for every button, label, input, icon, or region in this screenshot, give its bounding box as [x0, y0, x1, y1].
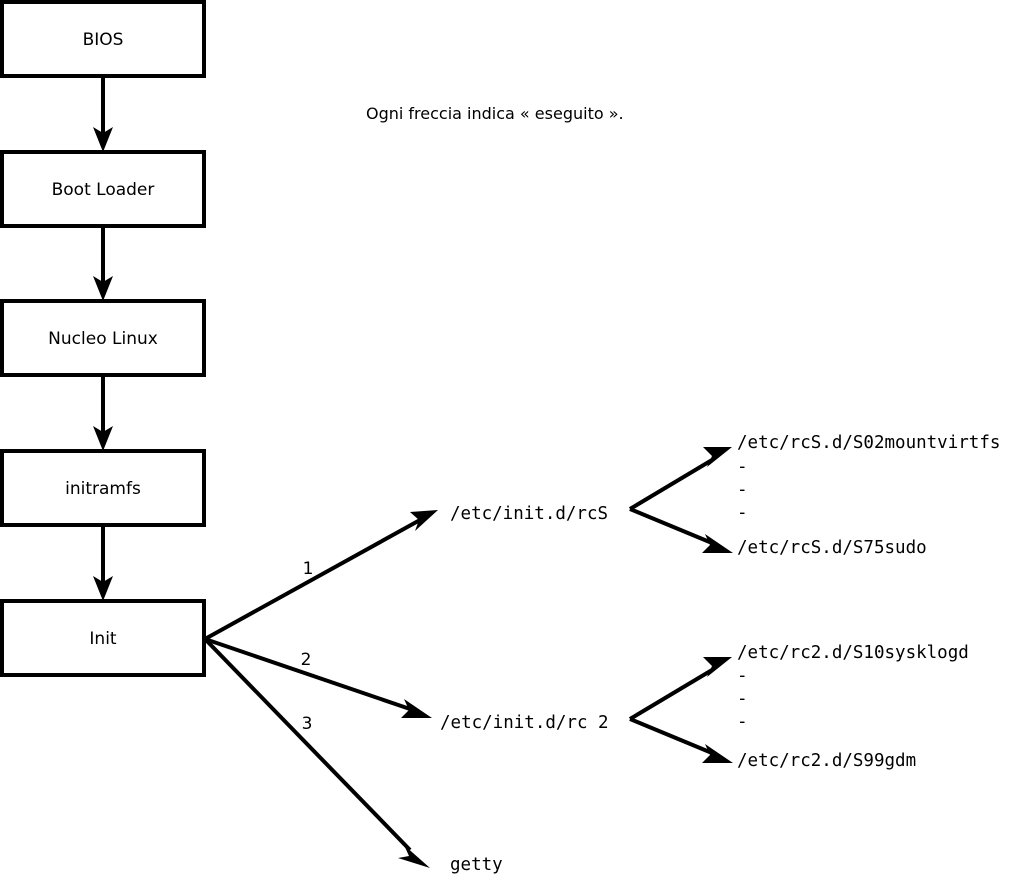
branch-number-3: 3	[302, 714, 313, 734]
arrow-kernel-to-initramfs	[93, 375, 113, 451]
diagram-caption: Ogni freccia indica « eseguito ».	[366, 104, 624, 123]
initramfs-box[interactable]	[0, 449, 206, 527]
arrow-initramfs-to-init	[93, 525, 113, 601]
arrow-head-icon	[93, 426, 113, 451]
arrow-init-branch-2	[204, 637, 432, 718]
bootloader-label: Boot Loader	[52, 180, 155, 200]
rcs-parent-label: /etc/init.d/rcS	[450, 504, 608, 524]
rc2-ellipsis-dot-1: -	[737, 666, 748, 686]
rc2-ellipsis-dot-3: -	[737, 712, 748, 732]
bios-label: BIOS	[83, 30, 124, 50]
branch-number-2: 2	[301, 650, 312, 670]
init-label: Init	[89, 629, 117, 649]
arrow-bootloader-to-kernel	[93, 226, 113, 301]
node-bootloader[interactable]: Boot Loader	[0, 150, 206, 228]
rc2-last-script-label: /etc/rc2.d/S99gdm	[737, 751, 916, 771]
rcs-first-script-label: /etc/rcS.d/S02mountvirtfs	[737, 433, 1000, 453]
arrow-rc2-to-first	[628, 657, 732, 721]
node-init[interactable]: Init	[0, 599, 206, 677]
arrow-head-icon	[410, 510, 438, 531]
arrow-init-branch-1	[204, 510, 438, 641]
arrow-head-icon	[398, 845, 430, 868]
arrow-init-branch-3	[203, 637, 430, 868]
bios-box[interactable]	[0, 0, 206, 78]
node-kernel[interactable]: Nucleo Linux	[0, 299, 206, 377]
arrow-head-icon	[93, 576, 113, 601]
node-bios[interactable]: BIOS	[0, 0, 206, 78]
arrow-rcs-to-first	[628, 447, 732, 511]
rcs-ellipsis-dot-3: -	[737, 503, 748, 523]
arrow-head-icon	[702, 744, 733, 763]
rcs-ellipsis-dot-1: -	[737, 457, 748, 477]
rc2-ellipsis-dot-2: -	[737, 689, 748, 709]
rc2-parent-label: /etc/init.d/rc 2	[440, 713, 609, 733]
arrow-rc2-to-last	[629, 717, 733, 763]
arrow-head-icon	[703, 447, 732, 467]
arrow-head-icon	[401, 699, 432, 718]
node-initramfs[interactable]: initramfs	[0, 449, 206, 527]
arrow-head-icon	[93, 276, 113, 301]
arrow-head-icon	[702, 534, 733, 553]
kernel-label: Nucleo Linux	[48, 329, 158, 349]
rcs-ellipsis-dot-2: -	[737, 480, 748, 500]
rc2-first-script-label: /etc/rc2.d/S10sysklogd	[737, 643, 969, 663]
initramfs-label: initramfs	[65, 479, 141, 499]
arrow-head-icon	[93, 127, 113, 152]
branch-number-1: 1	[303, 559, 314, 579]
getty-label: getty	[450, 855, 503, 875]
arrow-head-icon	[703, 657, 732, 677]
arrow-rcs-to-last	[629, 507, 733, 553]
rcs-last-script-label: /etc/rcS.d/S75sudo	[737, 538, 927, 558]
arrow-bios-to-bootloader	[93, 76, 113, 152]
